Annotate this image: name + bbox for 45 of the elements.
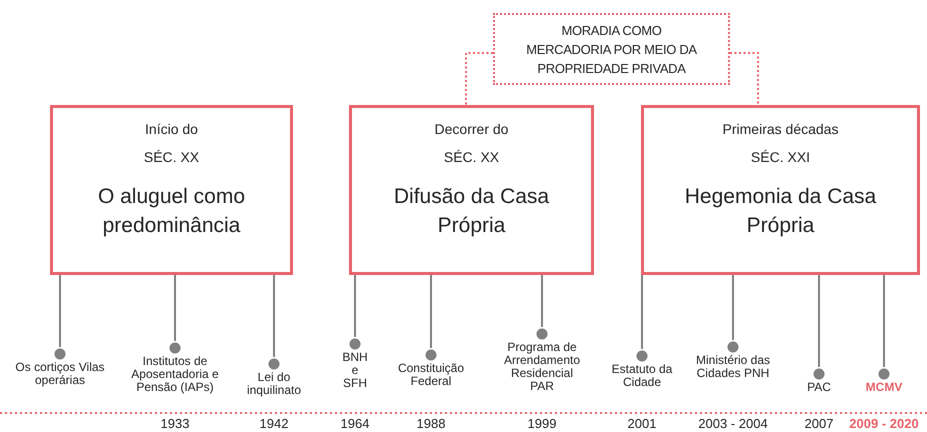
century-label: SÉC. XX [444,148,500,166]
event-label: Os cortiços Vilas operárias [15,361,105,387]
stem-line [636,275,648,362]
event-label: PAC [807,381,831,394]
year-label: 2003 - 2004 [698,417,768,431]
era-box [50,105,293,275]
year-label: 1999 [528,417,556,431]
event-label: Institutos de Aposentadoria e Pensão (IAPs) [130,355,220,394]
stem-line [878,275,890,380]
year-label: 2001 [628,417,656,431]
era-period: Primeiras décadas [722,120,838,138]
century-label: SÉC. XX [144,148,200,166]
stem-line [268,275,280,370]
dotted-connector [730,52,759,105]
year-label: 2009 - 2020 [849,417,919,431]
note-box [493,13,730,85]
event-label: Ministério das Cidades PNH [694,354,772,380]
era-period: Decorrer do [434,120,508,138]
event-label: Constituição Federal [396,362,466,388]
year-label: 1988 [416,417,446,431]
event-label: BNH e SFH [341,351,369,390]
year-label: 1933 [160,417,190,431]
stem-line [426,275,436,360]
event-label: Estatuto da Cidade [610,363,674,389]
year-label: 1964 [340,417,370,431]
era-period: Início do [145,120,198,138]
event-label: MCMV [866,381,902,394]
dotted-connector [465,52,493,105]
event-label: Lei do inquilinato [246,371,302,397]
stem-line [170,275,180,354]
era-title: Hegemonia da Casa Própria [684,184,878,239]
year-label: 2007 [804,417,834,431]
year-label: 1942 [260,417,288,431]
note-text: MORADIA COMO MERCADORIA POR MEIO DA PROPRIEDADE PRIVADA [525,22,698,78]
stem-line [54,275,66,360]
century-label: SÉC. XXI [750,148,810,166]
era-box [641,105,920,275]
era-title: O aluguel como predominância [96,184,246,239]
era-title: Difusão da Casa Própria [392,184,550,239]
stem-line [536,275,548,340]
stem-line [350,275,360,350]
era-box [349,105,594,275]
stem-line [814,275,824,380]
event-label: Programa de Arrendamento Residencial PAR [502,341,582,393]
stem-line [728,275,738,352]
